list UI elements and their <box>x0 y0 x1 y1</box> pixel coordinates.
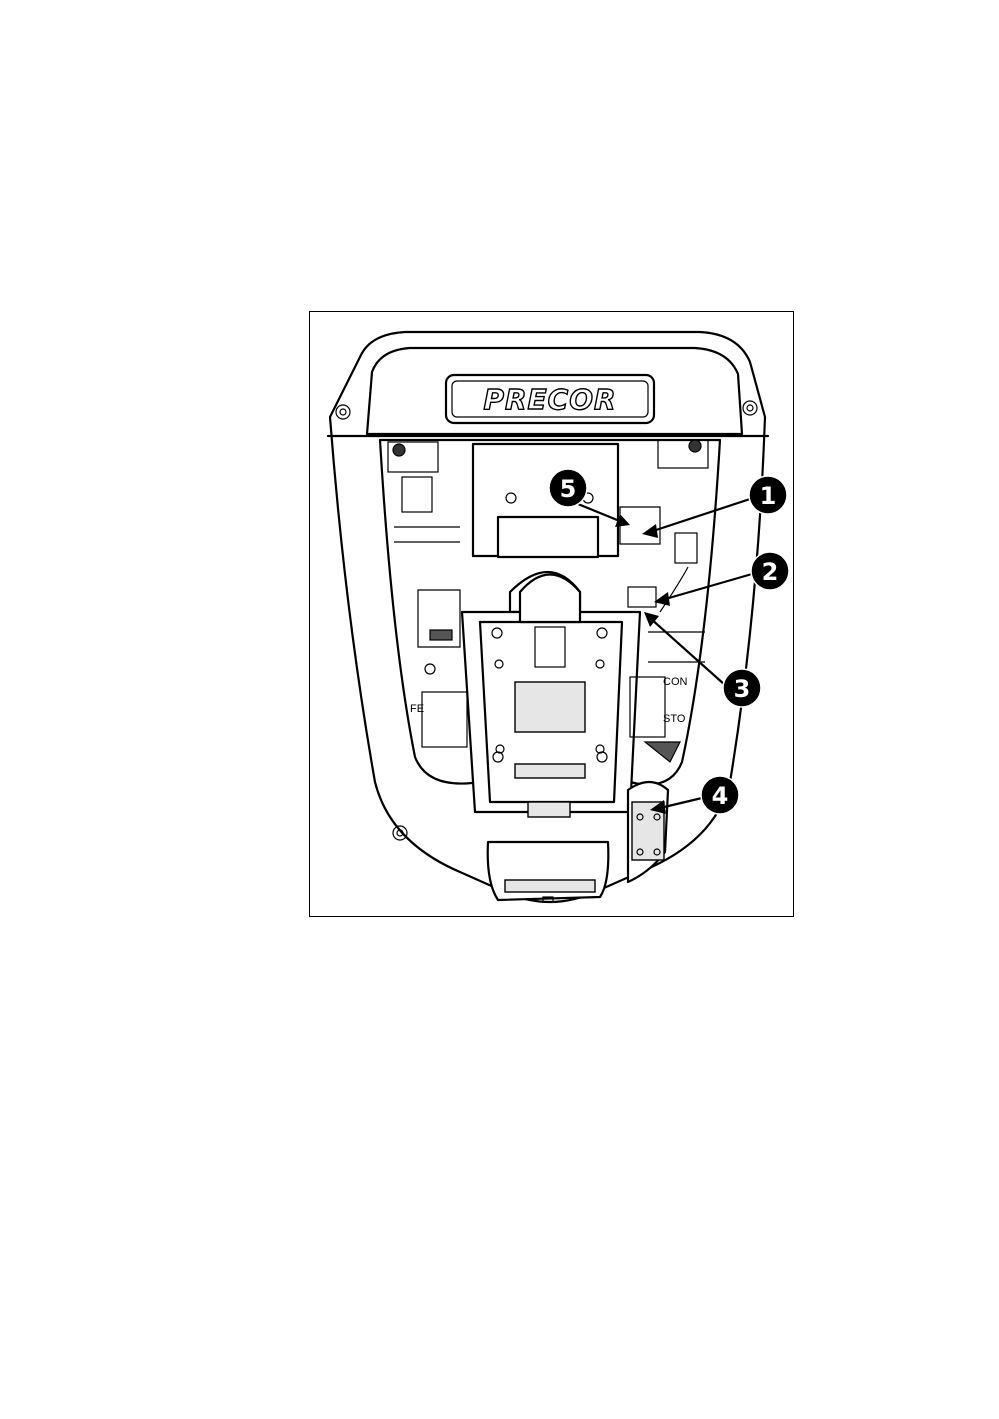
panel-label-left: FE <box>410 703 424 715</box>
svg-text:4: 4 <box>712 782 729 810</box>
access-door <box>628 782 668 882</box>
bottom-handle <box>488 842 609 902</box>
svg-text:3: 3 <box>734 675 751 703</box>
callout-1: 1 <box>749 476 787 514</box>
panel-label-right-top: CON <box>663 676 688 688</box>
panel-label-right-bottom: STO <box>663 713 686 725</box>
logo-text: PRECOR <box>483 383 616 416</box>
console-rear-diagram: PRECOR <box>309 311 794 917</box>
svg-text:2: 2 <box>762 558 779 586</box>
svg-text:1: 1 <box>760 482 777 510</box>
callout-2: 2 <box>751 552 789 590</box>
svg-text:5: 5 <box>560 475 577 503</box>
console-drawing: PRECOR <box>310 312 795 918</box>
callout-4: 4 <box>701 776 739 814</box>
callout-3: 3 <box>723 669 761 707</box>
callout-5: 5 <box>549 469 587 507</box>
